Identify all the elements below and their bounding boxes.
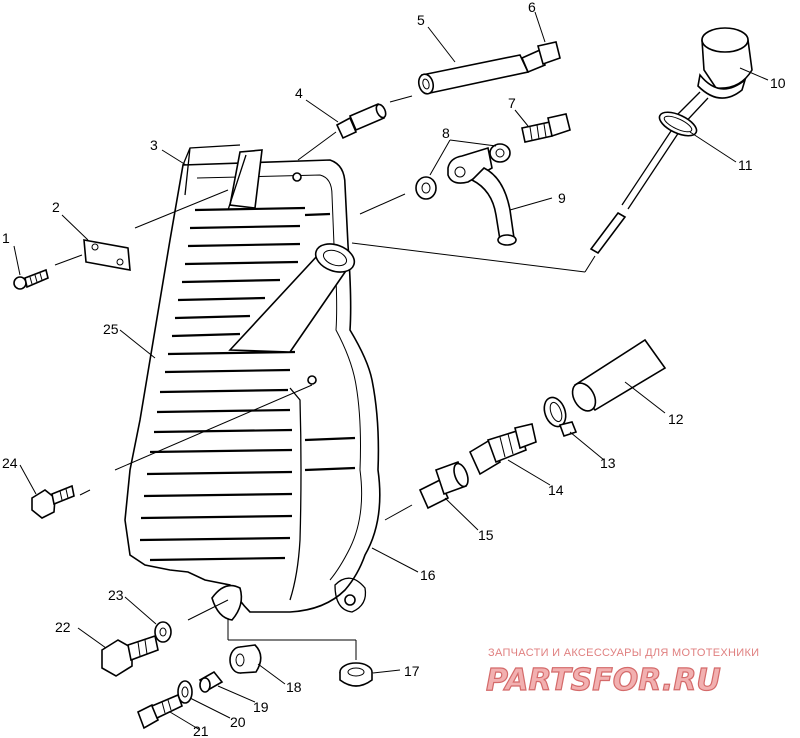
filler-neck bbox=[228, 243, 356, 353]
callout-17: 17 bbox=[404, 663, 420, 679]
callout-14: 14 bbox=[548, 482, 564, 498]
callout-25: 25 bbox=[103, 321, 119, 337]
callout-9: 9 bbox=[558, 190, 566, 206]
watermark-tagline: ЗАПЧАСТИ И АКСЕССУАРЫ ДЛЯ МОТОТЕХНИКИ bbox=[488, 647, 759, 659]
dipstick-part-10 bbox=[589, 27, 753, 255]
callout-21: 21 bbox=[193, 723, 209, 738]
callout-12: 12 bbox=[668, 411, 684, 427]
callout-2: 2 bbox=[52, 199, 60, 215]
washer-part-23 bbox=[154, 621, 172, 643]
callout-23: 23 bbox=[108, 587, 124, 603]
hose-part-12 bbox=[571, 338, 667, 412]
sensor-part-15 bbox=[418, 460, 469, 510]
washer-part-8 bbox=[415, 143, 511, 200]
oil-tank bbox=[124, 159, 381, 621]
banjo-part-9 bbox=[447, 146, 517, 246]
callout-5: 5 bbox=[417, 12, 425, 28]
screw-part-1 bbox=[13, 268, 49, 290]
callout-20: 20 bbox=[230, 714, 246, 730]
callout-15: 15 bbox=[478, 527, 494, 543]
callout-10: 10 bbox=[770, 75, 786, 91]
callout-18: 18 bbox=[286, 679, 302, 695]
fitting-part-4 bbox=[335, 102, 387, 140]
callout-7: 7 bbox=[508, 95, 516, 111]
bracket-part bbox=[182, 144, 263, 211]
grommet-part-17 bbox=[339, 662, 373, 687]
leader-lines bbox=[13, 11, 769, 731]
callout-11: 11 bbox=[738, 157, 753, 173]
callout-8: 8 bbox=[442, 125, 450, 141]
callout-22: 22 bbox=[55, 619, 71, 635]
bolt-part-24 bbox=[31, 484, 75, 519]
fitting-part-14 bbox=[468, 423, 537, 476]
callout-3: 3 bbox=[150, 137, 158, 153]
bolt-part-22 bbox=[101, 634, 159, 677]
o-ring-part-11 bbox=[658, 111, 698, 137]
callout-19: 19 bbox=[253, 699, 269, 715]
bushing-part-18 bbox=[229, 644, 262, 674]
watermark: ЗАПЧАСТИ И АКСЕССУАРЫ ДЛЯ МОТОТЕХНИКИ PA… bbox=[485, 647, 759, 699]
watermark-brand: PARTSFOR.RU bbox=[486, 663, 721, 698]
bolt-part-7 bbox=[521, 113, 571, 143]
callout-4: 4 bbox=[295, 85, 303, 101]
callout-13: 13 bbox=[600, 455, 616, 471]
plate-part bbox=[83, 239, 131, 271]
callout-1: 1 bbox=[2, 230, 10, 246]
washer-part-20 bbox=[177, 680, 193, 704]
bolt-part-21 bbox=[136, 693, 183, 730]
clamp-part-13 bbox=[543, 396, 578, 438]
tank-ribs bbox=[139, 206, 306, 562]
callout-24: 24 bbox=[2, 455, 18, 471]
hose-part-5 bbox=[417, 54, 530, 95]
callout-16: 16 bbox=[420, 567, 436, 583]
callout-6: 6 bbox=[528, 0, 536, 15]
spacer-part-19 bbox=[198, 670, 224, 693]
fitting-part-6 bbox=[520, 41, 561, 74]
